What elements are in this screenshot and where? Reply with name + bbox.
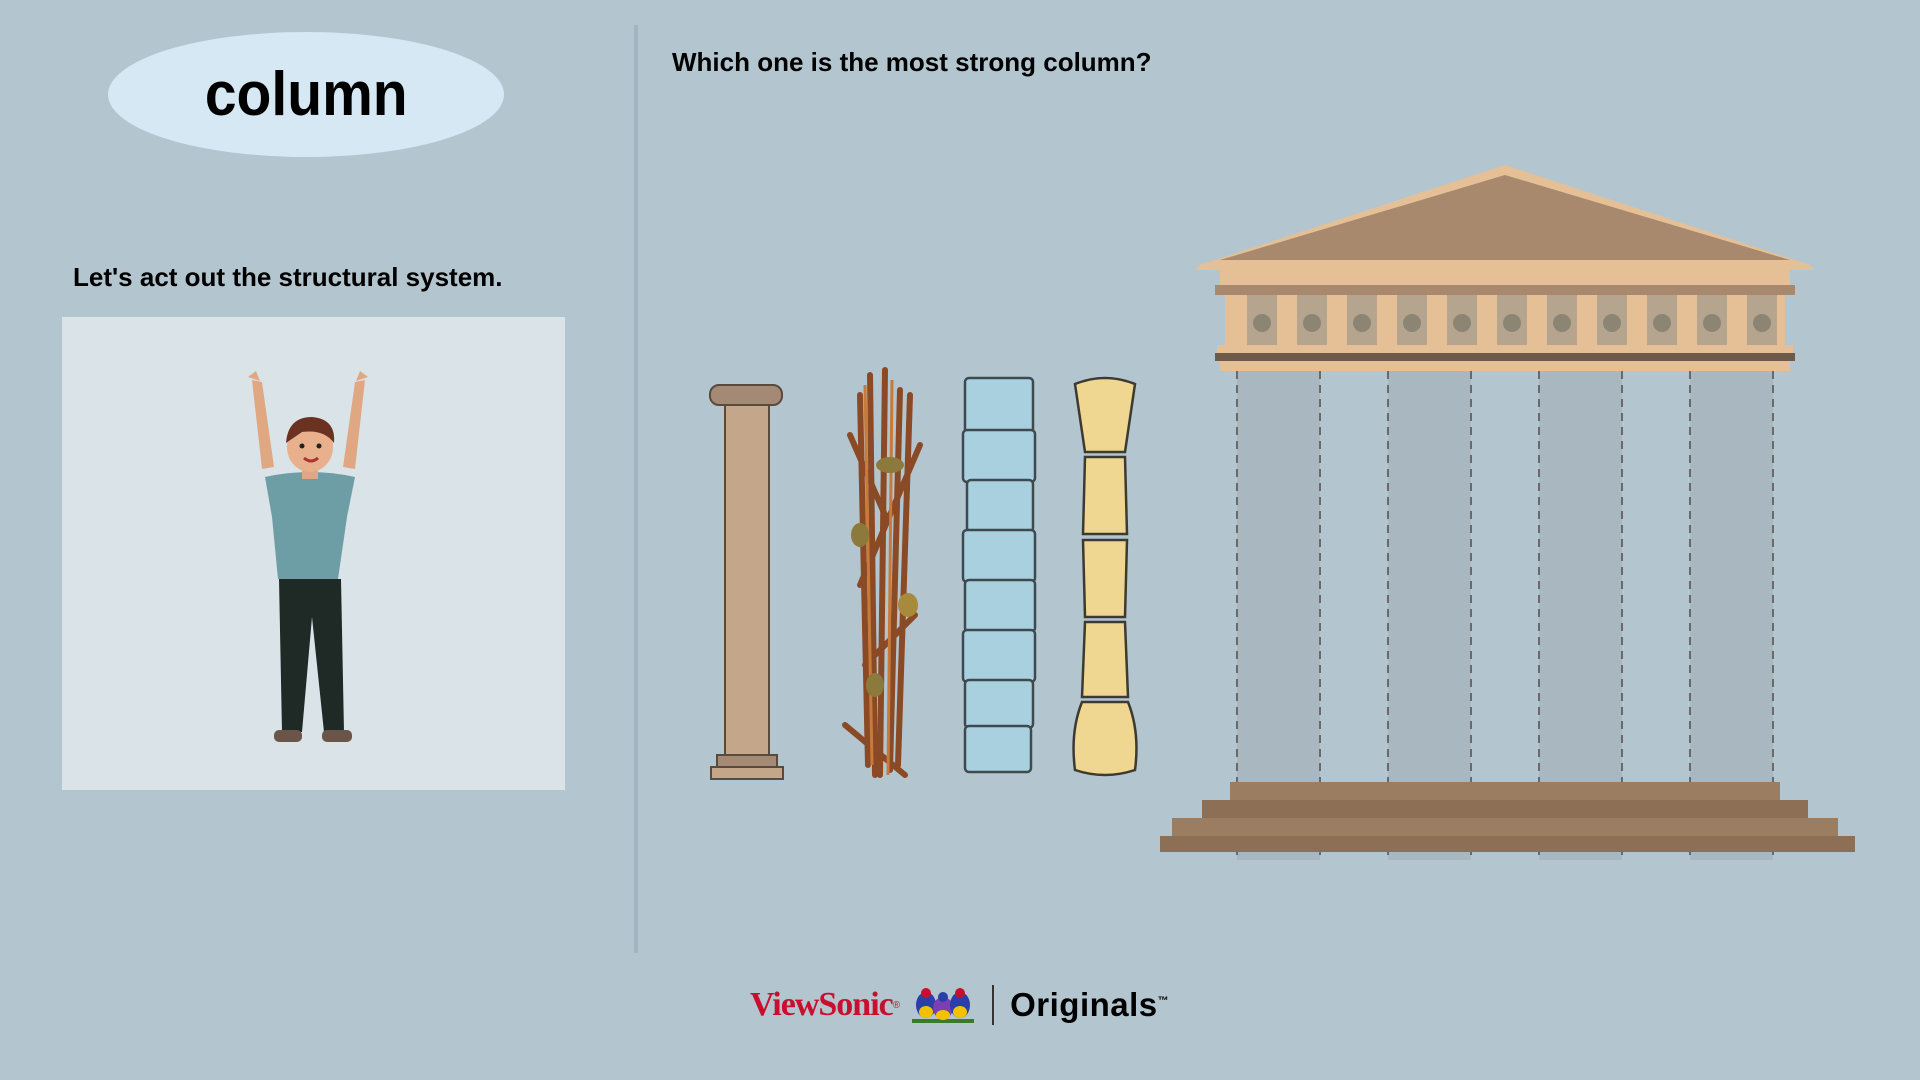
trademark: ™ [1157, 995, 1170, 1007]
temple-illustration [1160, 165, 1855, 860]
ice-block-column-option[interactable] [955, 370, 1045, 780]
stone-column-option[interactable] [705, 365, 795, 785]
straw-column-option[interactable] [1070, 372, 1140, 782]
title: column [204, 60, 408, 129]
birds-logo-icon [912, 988, 975, 1023]
registered-mark: ® [892, 999, 901, 1011]
question-text: Which one is the most strong column? [672, 47, 1152, 77]
sticks-column-option[interactable] [830, 365, 935, 785]
brand-name: ViewSonic [750, 986, 894, 1023]
product-label: Originals [1010, 986, 1158, 1023]
title-badge: column [108, 32, 504, 157]
product-name: Originals™ [1010, 986, 1169, 1024]
person-illustration [62, 317, 565, 790]
divider [634, 25, 638, 953]
viewsonic-originals-logo: ViewSonic® Originals™ [750, 982, 1169, 1028]
instruction-text: Let's act out the structural system. [73, 262, 503, 292]
logo-separator [992, 985, 995, 1025]
